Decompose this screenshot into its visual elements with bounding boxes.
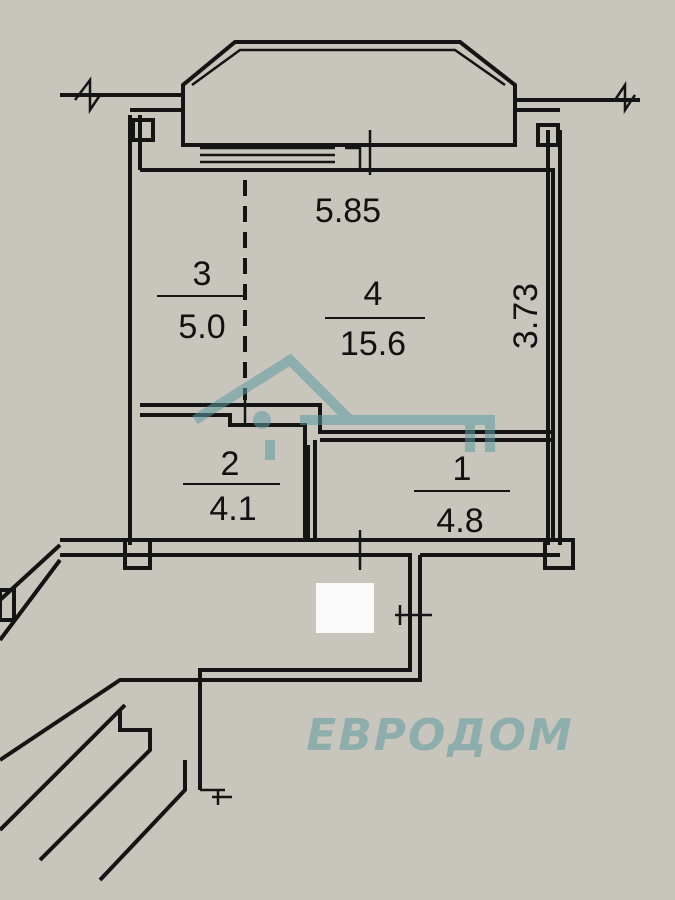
width-dimension: 5.85 (315, 192, 381, 230)
dimensions: 5.85 3.73 (315, 192, 545, 349)
room-1: 1 4.8 (414, 450, 510, 540)
room-number: 4 (364, 275, 383, 313)
redaction-patch (316, 583, 374, 633)
room-area: 5.0 (178, 308, 225, 346)
room-area: 4.8 (436, 502, 483, 540)
room-number: 3 (193, 255, 212, 293)
room-area: 4.1 (209, 490, 256, 528)
room-3: 3 5.0 (157, 255, 243, 346)
watermark-text: ЕВРОДОМ (306, 710, 574, 761)
room-4: 4 15.6 (325, 275, 425, 363)
room-area: 15.6 (340, 325, 406, 363)
room-number: 1 (453, 450, 472, 488)
walls (0, 40, 640, 882)
depth-dimension: 3.73 (507, 283, 545, 349)
room-2: 2 4.1 (183, 445, 280, 528)
room-number: 2 (221, 445, 240, 483)
watermark-logo: ЕВРОДОМ (192, 353, 574, 761)
